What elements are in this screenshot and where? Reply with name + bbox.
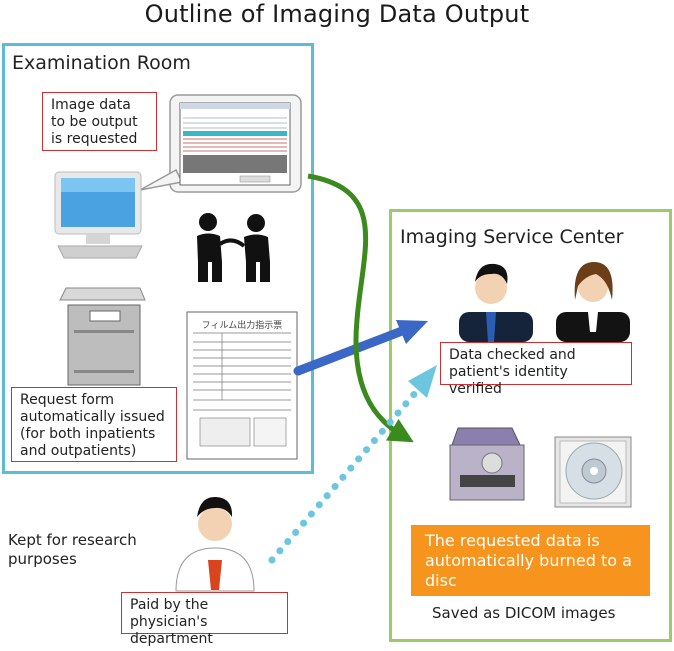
screen-capture-bubble bbox=[139, 94, 302, 193]
staff-female-icon bbox=[556, 262, 630, 342]
blue-arrow bbox=[293, 320, 428, 376]
page-title: Outline of Imaging Data Output bbox=[144, 0, 530, 28]
note-request-form: Request form automatically issued (for b… bbox=[11, 387, 177, 462]
imaging-service-center-heading: Imaging Service Center bbox=[400, 226, 624, 248]
request-form-document: フィルム出力指示票 bbox=[186, 311, 298, 460]
saved-dicom-label: Saved as DICOM images bbox=[432, 604, 616, 622]
burned-to-disc-banner: The requested data is automatically burn… bbox=[411, 525, 650, 596]
note-paid-by-department: Paid by the physician's department bbox=[121, 592, 288, 647]
physician-icon bbox=[175, 496, 255, 592]
form-heading: フィルム出力指示票 bbox=[202, 319, 283, 331]
staff-male-icon bbox=[459, 263, 533, 342]
cd-disc-icon bbox=[554, 436, 632, 508]
note-data-requested: Image data to be output is requested bbox=[42, 92, 157, 151]
consultation-pictogram bbox=[197, 213, 270, 282]
dotted-arrow bbox=[268, 365, 437, 564]
note-data-verified: Data checked and patient's identity veri… bbox=[440, 342, 632, 397]
examination-room-panel bbox=[2, 43, 314, 474]
disc-burner-icon bbox=[449, 427, 525, 501]
printer-icon bbox=[59, 287, 146, 386]
computer-monitor-icon bbox=[54, 171, 143, 259]
research-purposes-label: Kept for research purposes bbox=[8, 531, 137, 568]
green-arrow bbox=[307, 173, 414, 443]
examination-room-heading: Examination Room bbox=[12, 52, 191, 74]
